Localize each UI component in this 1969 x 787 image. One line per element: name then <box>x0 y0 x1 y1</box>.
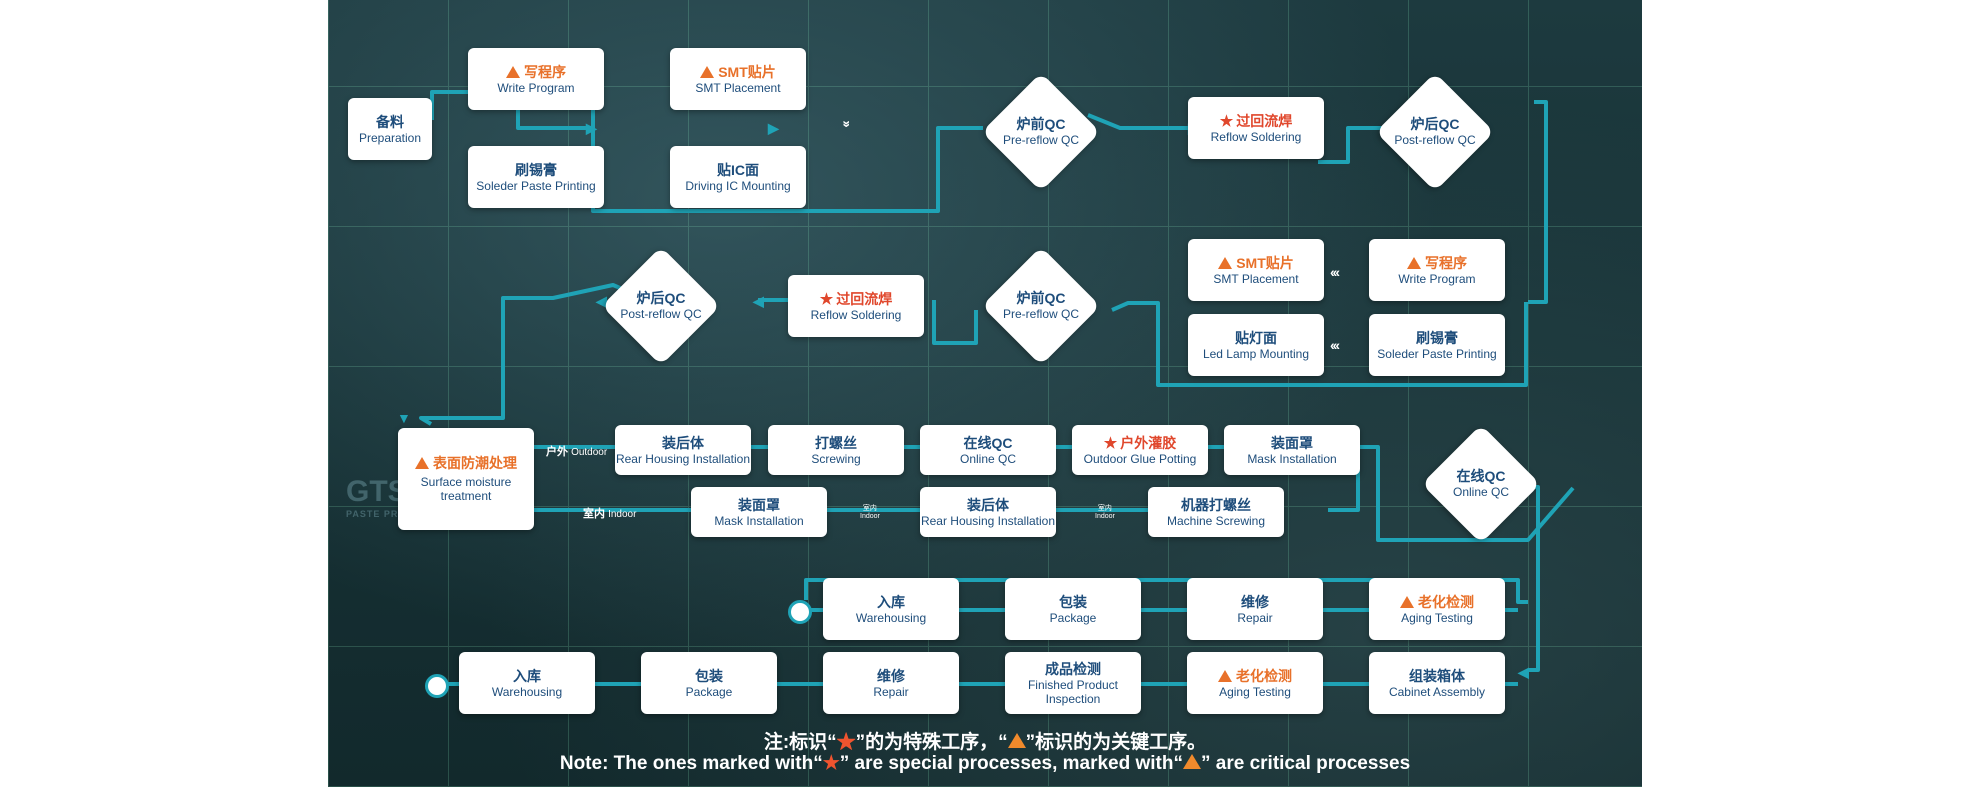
note-chinese: 注:标识“★”的为特殊工序，“”标识的为关键工序。 <box>763 732 1207 753</box>
connector-qc1-reflow1 <box>1087 113 1194 130</box>
node-repair-2: 维修 Repair <box>823 652 959 714</box>
node-pre-reflow-qc-2: 炉前QC Pre-reflow QC <box>1002 289 1079 321</box>
node-package-1: 包装 Package <box>1005 578 1141 640</box>
connector-qc3-reflow2 <box>932 300 978 345</box>
special-star-icon: ★ <box>819 290 834 308</box>
node-write-program-1: 写程序 Write Program <box>468 48 604 110</box>
special-star-icon: ★ <box>836 732 856 753</box>
end-circle-icon <box>425 674 449 698</box>
node-final-inspection: 成品检测 Finished Product Inspection <box>1005 652 1141 714</box>
node-warehousing-2: 入库 Warehousing <box>459 652 595 714</box>
critical-triangle-icon <box>415 457 429 469</box>
connector-online-qc-right <box>1358 445 1575 542</box>
node-pre-reflow-qc-1: 炉前QC Pre-reflow QC <box>1002 115 1079 147</box>
node-surface-moisture: 表面防潮处理 Surface moisture treatment <box>398 428 534 530</box>
node-screwing: 打螺丝 Screwing <box>768 425 904 475</box>
node-paste-printing-2: 刷锡膏 Soleder Paste Printing <box>1369 314 1505 376</box>
arrowhead-icon: ◀ <box>596 293 607 309</box>
branch-indoor-label: 室内 Indoor <box>583 508 637 520</box>
connector-row2-frame <box>1111 301 1528 387</box>
connector-row4-frame <box>804 578 1528 604</box>
node-rear-housing-outdoor: 装后体 Rear Housing Installation <box>615 425 751 475</box>
connector-reflow1-qc2 <box>1318 126 1386 164</box>
node-post-reflow-qc-1: 炉后QC Post-reflow QC <box>1394 115 1476 147</box>
arrowhead-icon: ▼ <box>397 410 411 426</box>
node-online-qc-diamond: 在线QC Online QC <box>1452 467 1510 499</box>
node-package-2: 包装 Package <box>641 652 777 714</box>
chevron-down-icon: ›› <box>839 120 856 126</box>
arrowhead-icon: ◀ <box>753 293 764 309</box>
node-preparation: 备料 Preparation <box>348 98 432 160</box>
note-english: Note: The ones marked with“★” are specia… <box>559 753 1411 774</box>
connector-qc4-down <box>419 283 649 426</box>
node-aging-2: 老化检测 Aging Testing <box>1187 652 1323 714</box>
critical-triangle-icon <box>1407 256 1421 269</box>
special-star-icon: ★ <box>822 753 840 774</box>
critical-triangle-icon <box>1218 256 1233 269</box>
node-reflow-1: ★过回流焊 Reflow Soldering <box>1188 97 1324 159</box>
node-reflow-2: ★过回流焊 Reflow Soldering <box>788 275 924 337</box>
critical-triangle-icon <box>1007 733 1026 748</box>
critical-triangle-icon <box>1400 595 1414 608</box>
node-smt-placement-1: SMT贴片 SMT Placement <box>670 48 806 110</box>
node-warehousing-1: 入库 Warehousing <box>823 578 959 640</box>
node-paste-printing-1: 刷锡膏 Soleder Paste Printing <box>468 146 604 208</box>
node-mask-outdoor: 装面罩 Mask Installation <box>1224 425 1360 475</box>
arrowhead-icon: ◀ <box>1518 664 1529 680</box>
arrowhead-icon: ▶ <box>768 120 779 136</box>
node-aging-1: 老化检测 Aging Testing <box>1369 578 1505 640</box>
chevron-left-icon: ‹‹‹ <box>1330 264 1340 280</box>
node-smt-placement-2: SMT贴片 SMT Placement <box>1188 239 1324 301</box>
connector-machine-back <box>1328 470 1360 512</box>
special-star-icon: ★ <box>1219 112 1234 130</box>
node-repair-1: 维修 Repair <box>1187 578 1323 640</box>
process-flow-panel: GTS PASTE PRINTER ▶ ▶ ▶ <box>328 0 1642 787</box>
node-post-reflow-qc-2: 炉后QC Post-reflow QC <box>620 289 702 321</box>
special-star-icon: ★ <box>1103 434 1118 452</box>
node-online-qc-outdoor: 在线QC Online QC <box>920 425 1056 475</box>
critical-triangle-icon <box>506 65 520 78</box>
critical-triangle-icon <box>1183 754 1201 769</box>
branch-outdoor-label: 户外 Outdoor <box>546 446 608 458</box>
node-write-program-2: 写程序 Write Program <box>1369 239 1505 301</box>
chevron-left-icon: ‹‹‹ <box>1330 337 1340 353</box>
node-glue-potting: ★户外灌胶 Outdoor Glue Potting <box>1072 425 1208 475</box>
node-cabinet-assembly: 组装箱体 Cabinet Assembly <box>1369 652 1505 714</box>
node-ic-mounting: 贴IC面 Driving IC Mounting <box>670 146 806 208</box>
connector-qc2-right <box>1528 100 1548 304</box>
end-circle-icon <box>788 600 812 624</box>
node-lamp-mounting: 贴灯面 Led Lamp Mounting <box>1188 314 1324 376</box>
node-mask-indoor: 装面罩 Mask Installation <box>691 487 827 537</box>
connector-online-to-aging <box>1523 485 1540 672</box>
background-watermark: GTS PASTE PRINTER <box>346 475 431 519</box>
node-machine-screwing: 机器打螺丝 Machine Screwing <box>1148 487 1284 537</box>
critical-triangle-icon <box>1218 669 1232 682</box>
critical-triangle-icon <box>700 65 715 78</box>
node-rear-housing-indoor: 装后体 Rear Housing Installation <box>920 487 1056 537</box>
arrowhead-icon: ▶ <box>586 120 597 136</box>
